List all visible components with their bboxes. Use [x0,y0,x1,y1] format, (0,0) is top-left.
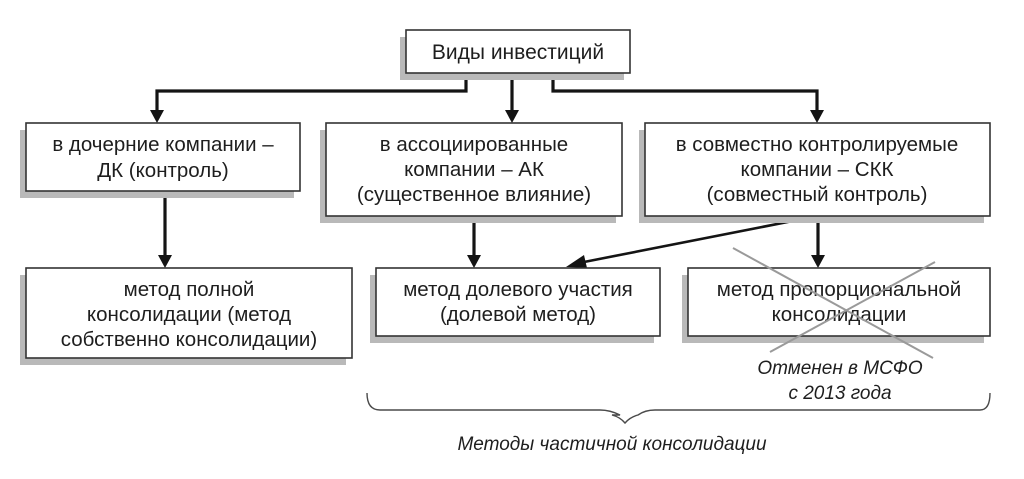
category-line: в совместно контролируемые [676,133,959,156]
method-line: собственно консолидации) [61,328,317,351]
arrowhead-equity-from-jv [566,255,587,268]
partial-consolidation-brace [366,392,991,425]
arrowhead-joint-ventures [810,110,824,123]
category-box-subsidiaries: в дочерние компании – ДК (контроль) [20,122,301,198]
category-line: в дочерние компании – [52,133,274,156]
connector-title-to-joint-ventures [551,73,819,112]
arrowhead-subsidiaries [150,110,164,123]
cross-line-1 [732,247,934,359]
title-connectors [150,73,824,123]
method-box-full-consolidation: метод полной консолидации (метод собстве… [20,267,353,365]
arrowhead-proportional [811,255,825,268]
arrowhead-equity-from-associates [467,255,481,268]
category-line: ДК (контроль) [97,159,228,182]
note-line: Отменен в МСФО [757,358,923,379]
arrowhead-associates [505,110,519,123]
method-line: метод полной [124,278,255,301]
abolished-note: Отменен в МСФО с 2013 года [757,358,923,404]
method-line: (долевой метод) [440,303,596,326]
category-line: компании – СКК [741,158,894,181]
category-line: в ассоциированные [380,133,568,156]
category-line: (существенное влияние) [357,183,591,206]
method-box-proportional: метод пропорциональной консолидации [682,267,991,343]
category-box-joint-ventures: в совместно контролируемые компании – СК… [639,122,991,223]
note-line: с 2013 года [788,383,891,404]
method-line: метод пропорциональной [717,278,962,301]
method-line: консолидации (метод [87,303,291,326]
category-box-associates: в ассоциированные компании – АК (существ… [320,122,623,223]
method-line: метод долевого участия [403,278,633,301]
title-box: Виды инвестиций [400,29,631,80]
cross-out-mark [732,247,936,359]
connector-title-to-subsidiaries [155,73,468,112]
title-text: Виды инвестиций [432,41,604,64]
arrowhead-full [158,255,172,268]
category-line: (совместный контроль) [707,183,928,206]
category-line: компании – АК [404,158,544,181]
cross-line-2 [769,261,936,353]
brace-label: Методы частичной консолидации [457,434,767,455]
method-box-equity: метод долевого участия (долевой метод) [370,267,661,343]
connector-jv-to-equity [583,214,819,264]
